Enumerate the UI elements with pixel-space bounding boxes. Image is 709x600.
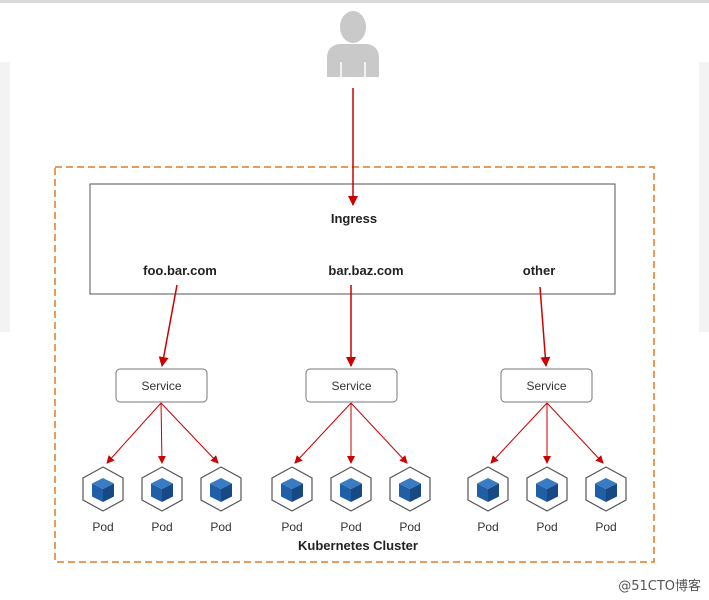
right-edge-panel <box>699 62 709 332</box>
service-label-2: Service <box>331 379 371 393</box>
pod-label: Pod <box>477 520 498 534</box>
pod-label: Pod <box>595 520 616 534</box>
pod-icon <box>82 466 124 512</box>
host-foo-bar-com: foo.bar.com <box>143 263 217 278</box>
other-to-service-arrow <box>539 286 551 367</box>
pod-icon <box>585 466 627 512</box>
top-border <box>0 0 709 3</box>
service-2-pod-arrows <box>294 402 408 464</box>
pod-label: Pod <box>92 520 113 534</box>
pod-label: Pod <box>536 520 557 534</box>
pod-icon <box>330 466 372 512</box>
service-box-1 <box>115 368 208 403</box>
ingress-title: Ingress <box>331 211 377 226</box>
pod-icon <box>389 466 431 512</box>
pod-icon <box>200 466 242 512</box>
pod-label: Pod <box>340 520 361 534</box>
pod-icon <box>526 466 568 512</box>
service-3-pod-arrows <box>490 402 604 464</box>
cluster-border <box>54 166 655 563</box>
service-box-3 <box>500 368 593 403</box>
service-box-2 <box>305 368 398 403</box>
service-label-3: Service <box>526 379 566 393</box>
user-icon <box>327 11 379 77</box>
cluster-label: Kubernetes Cluster <box>298 538 418 553</box>
pod-icon <box>467 466 509 512</box>
watermark: @51CTO博客 <box>618 579 701 594</box>
host-other: other <box>523 263 556 278</box>
left-edge-panel <box>0 62 10 332</box>
pod-label: Pod <box>210 520 231 534</box>
pod-icon <box>271 466 313 512</box>
service-label-1: Service <box>141 379 181 393</box>
pod-label: Pod <box>281 520 302 534</box>
host-bar-baz-com: bar.baz.com <box>328 263 403 278</box>
pod-label: Pod <box>399 520 420 534</box>
pod-icon <box>141 466 183 512</box>
foo-to-service-arrow <box>158 284 178 367</box>
pod-label: Pod <box>151 520 172 534</box>
service-1-pod-arrows <box>106 402 219 464</box>
